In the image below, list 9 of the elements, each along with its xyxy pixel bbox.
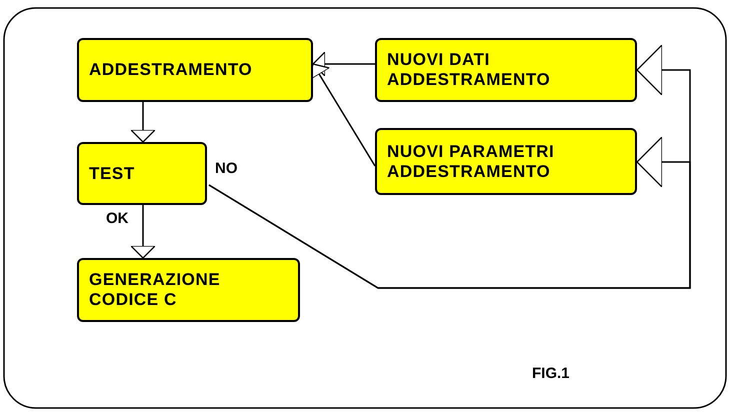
process-box: NUOVI PARAMETRI ADDESTRAMENTO: [375, 128, 637, 195]
process-box: NUOVI DATI ADDESTRAMENTO: [375, 38, 637, 102]
process-box: GENERAZIONE CODICE C: [77, 258, 300, 322]
arrow: [130, 205, 156, 259]
arrow: [130, 102, 156, 143]
arrow: [208, 136, 691, 289]
arrow: [312, 51, 375, 77]
process-box: TEST: [77, 142, 207, 205]
process-box: ADDESTRAMENTO: [77, 38, 313, 102]
